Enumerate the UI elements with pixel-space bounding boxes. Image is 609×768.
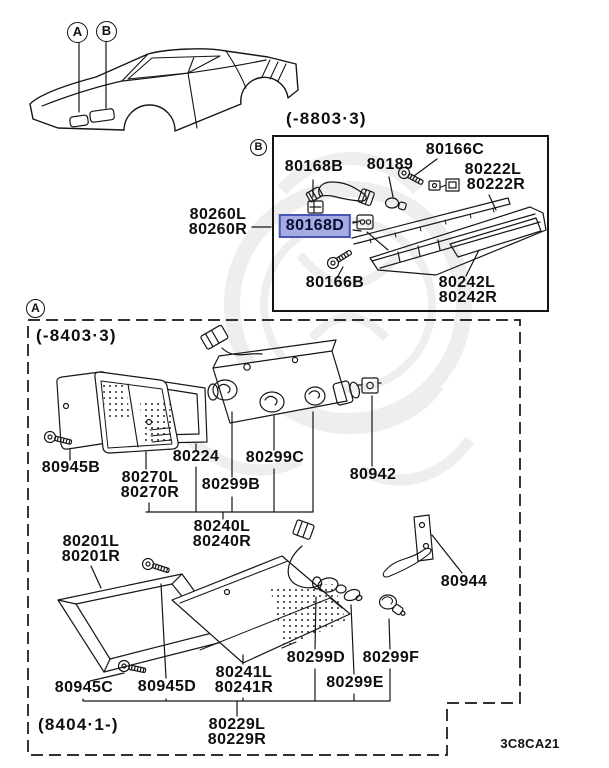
part-label-80242r: 80242R [438,289,498,306]
car-drawing [29,41,299,132]
section-a-callout: A [26,299,45,318]
car-callout-a: A [67,22,88,43]
part-label-80942: 80942 [349,466,397,483]
section-a-date-code-early: (-8403·3) [36,326,117,345]
part-label-80241l: 80241L [215,664,273,681]
part-label-80242l: 80242L [438,274,496,291]
part-label-80222l: 80222L [464,161,522,178]
leader-lines [69,158,497,717]
part-label-80945d: 80945D [137,678,197,695]
section-b-box [272,135,549,312]
diagram-footer-code: 3C8CA21 [500,736,560,751]
part-label-80260l: 80260L [189,206,247,223]
part-label-80260r: 80260R [188,221,248,238]
part-label-80299b: 80299B [201,476,261,493]
part-label-80270l: 80270L [121,469,179,486]
section-a-date-code-late: (8404·1-) [38,715,119,734]
part-label-80299e: 80299E [326,674,384,691]
section-a-upper-drawings [56,324,382,454]
part-label-80229r: 80229R [207,731,267,748]
section-b-date-code: (-8803·3) [286,109,367,128]
section-b-callout: B [250,139,267,156]
part-label-80229l: 80229L [208,716,266,733]
part-label-80166b: 80166B [305,274,365,291]
part-label-80201l: 80201L [62,533,120,550]
part-label-80166c: 80166C [425,141,485,158]
part-label-80945c: 80945C [54,679,114,696]
part-label-80299d: 80299D [286,649,346,666]
part-label-80270r: 80270R [120,484,180,501]
section-b-drawings [305,166,547,276]
part-label-80168d-highlighted[interactable]: 80168D [278,214,352,238]
part-label-80240r: 80240R [192,533,252,550]
part-label-80222r: 80222R [466,176,526,193]
section-a-lower-drawings [43,430,434,674]
part-label-80299c: 80299C [245,449,305,466]
part-label-80945b: 80945B [41,459,101,476]
part-label-80944: 80944 [440,573,488,590]
part-label-80240l: 80240L [193,518,251,535]
section-a-box [27,319,521,756]
part-label-80241r: 80241R [214,679,274,696]
part-label-80224: 80224 [172,448,220,465]
part-label-80201r: 80201R [61,548,121,565]
car-callout-b: B [96,21,117,42]
part-label-80168b: 80168B [284,158,344,175]
part-label-80299f: 80299F [362,649,420,666]
part-label-80189: 80189 [366,156,414,173]
